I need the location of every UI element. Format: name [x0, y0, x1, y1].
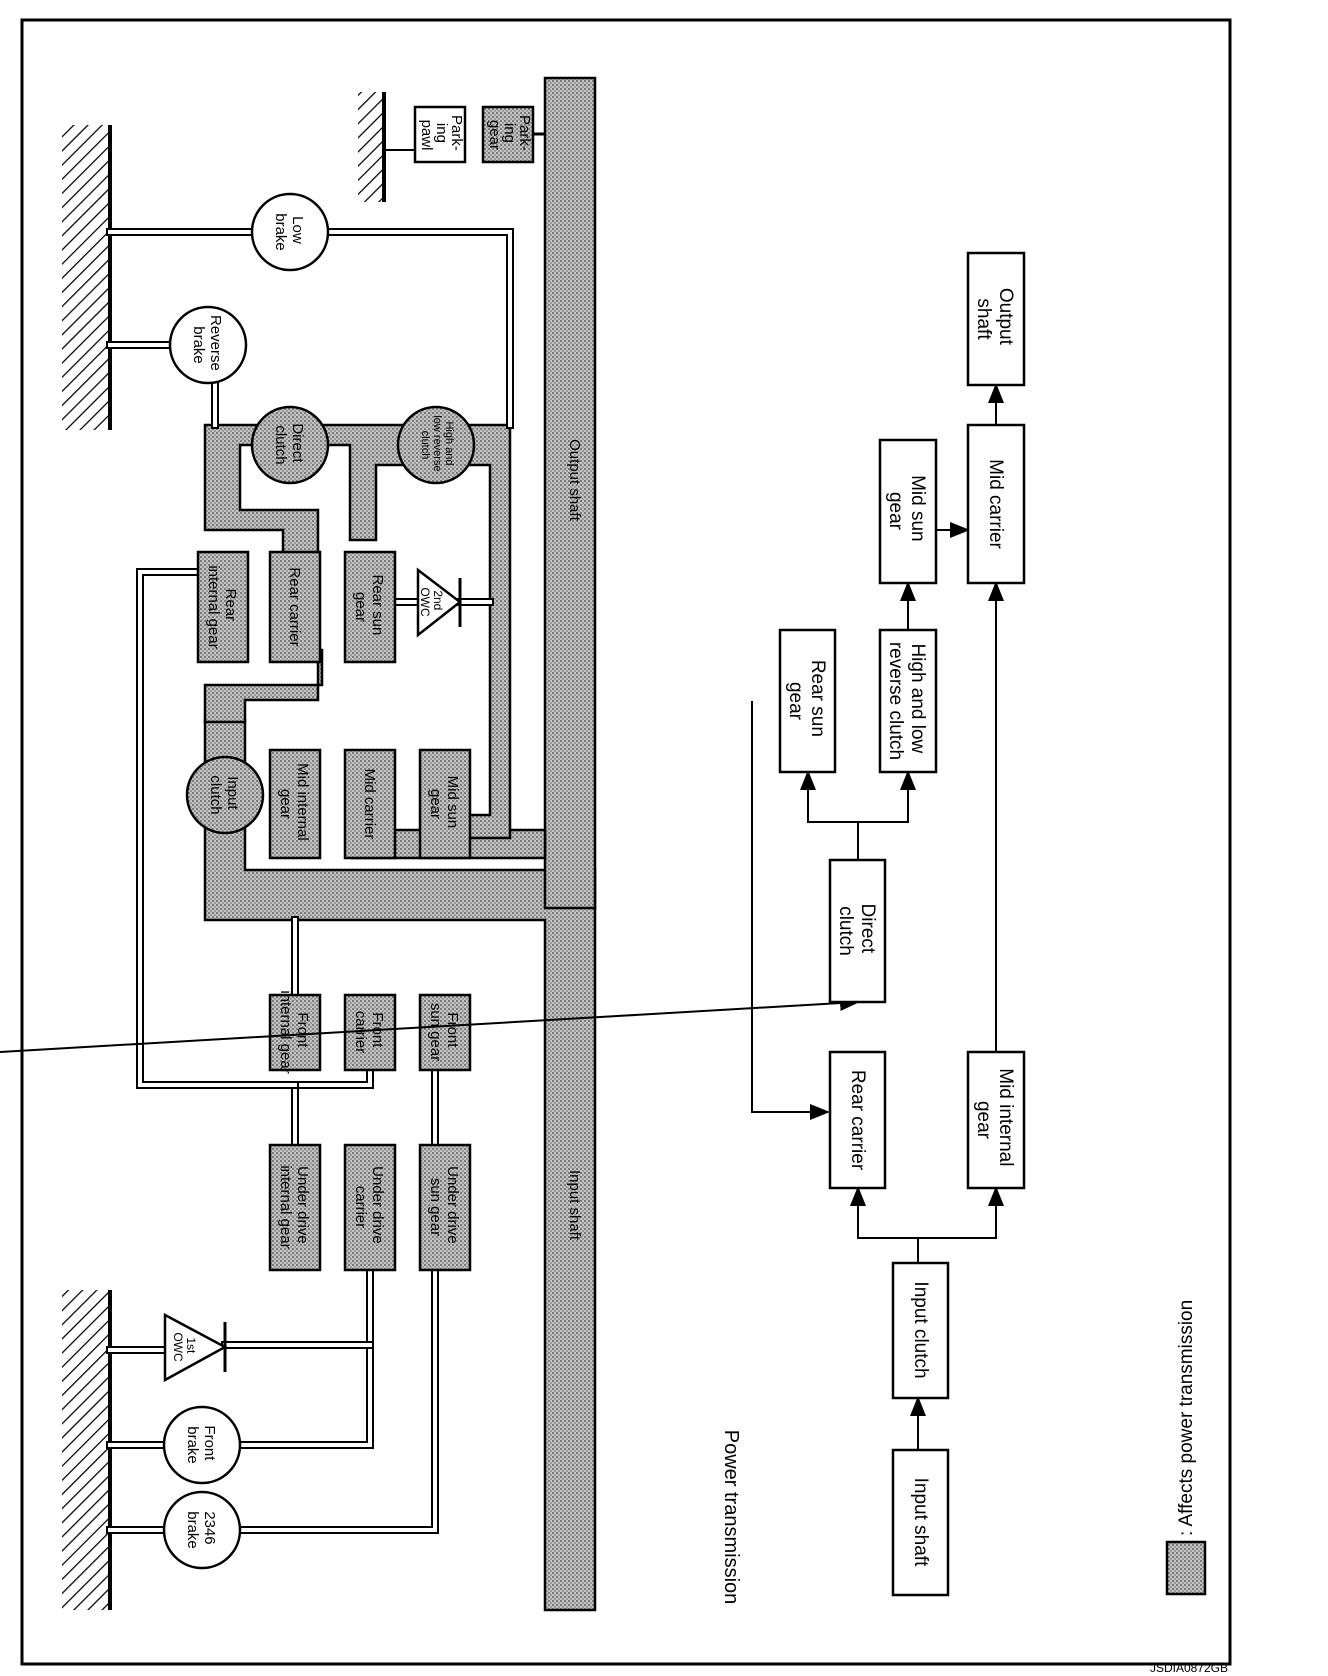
svg-text:Mid carrier: Mid carrier: [361, 769, 378, 840]
svg-text:Rear sun gear: Rear sun gear: [785, 660, 828, 742]
svg-text:Direct clutch: Direct clutch: [272, 423, 306, 466]
underdrive-internal-gear: Under drive internal gear: [268, 1143, 322, 1272]
svg-text:Mid sun gear: Mid sun gear: [885, 475, 928, 547]
low-brake: Low brake: [250, 192, 330, 272]
svg-text:2nd OWC: 2nd OWC: [418, 587, 445, 617]
svg-text:Mid internal gear: Mid internal gear: [973, 1068, 1016, 1172]
parking-gear-label: Park- ing gear: [486, 115, 533, 155]
mid-carrier: Mid carrier: [343, 748, 397, 860]
svg-text:2346 brake: 2346 brake: [184, 1511, 218, 1549]
svg-text:Front internal gear: Front internal gear: [277, 990, 311, 1073]
owc-1st: 1st OWC: [163, 1312, 228, 1383]
pt-input-shaft: Input shaft: [891, 1448, 950, 1597]
parking-gear-group: Park- ing gear: [481, 105, 545, 164]
svg-text:Mid sun gear: Mid sun gear: [427, 776, 461, 833]
input-clutch: Input clutch: [185, 755, 265, 835]
legend-text: : Affects power transmission: [1176, 1300, 1197, 1536]
rear-sun-gear: Rear sun gear: [343, 550, 397, 664]
svg-text:Rear internal gear: Rear internal gear: [205, 565, 239, 648]
svg-text:Front sun gear: Front sun gear: [427, 1003, 461, 1061]
svg-text:Under drive internal gea: Under drive internal gear: [277, 1165, 311, 1248]
flow-arrows: [0, 383, 1004, 1450]
svg-text:Input clutch: Input clutch: [910, 1281, 931, 1378]
svg-text:Input clutch: Input clutch: [207, 775, 241, 814]
svg-text:Front brake: Front brake: [184, 1425, 218, 1464]
underdrive-carrier: Under drive carrier: [343, 1143, 397, 1272]
pt-rear-sun-gear: Rear sun gear: [778, 628, 837, 774]
front-brake: Front brake: [162, 1405, 242, 1485]
svg-text:Mid internal gear: Mid internal gear: [277, 763, 311, 845]
svg-text:High and low reverse: High and low reverse clutch: [419, 415, 455, 474]
svg-text:Reverse brake: Reverse brake: [190, 315, 224, 375]
diagram-code: JSDIA0872GB: [1150, 1661, 1228, 1675]
svg-text:Rear sun gear: Rear sun gear: [352, 574, 386, 639]
svg-text:Under drive carrier: Under drive carrier: [352, 1166, 386, 1248]
ground-hatch-parking: [358, 92, 386, 202]
pt-mid-sun-gear: Mid sun gear: [878, 438, 938, 585]
pt-mid-carrier: Mid carrier: [966, 423, 1026, 585]
direct-clutch: Direct clutch: [250, 405, 330, 485]
mid-sun-gear: Mid sun gear: [418, 748, 472, 860]
svg-text:Under drive sun gear: Under drive sun gear: [427, 1166, 461, 1248]
svg-text:Low brake: Low brake: [272, 213, 306, 251]
pt-high-low-reverse-clutch: High and low reverse clutch: [878, 628, 938, 774]
svg-text:Input shaft: Input shaft: [910, 1478, 931, 1567]
input-shaft-label: Input shaft: [566, 1170, 583, 1241]
output-shaft-label: Output shaft: [566, 439, 583, 522]
svg-text:Rear carrier: Rear carrier: [847, 1070, 868, 1171]
page-frame: [20, 18, 1232, 1666]
front-sun-gear: Front sun gear: [418, 993, 472, 1072]
svg-text:Output shaft: Output shaft: [973, 288, 1016, 350]
legend: : Affects power transmission: [1165, 1300, 1207, 1596]
owc-2nd: 2nd OWC: [416, 567, 463, 638]
links: [106, 228, 514, 1534]
pt-rear-carrier: Rear carrier: [828, 1050, 887, 1190]
ground-hatch-left: [62, 1290, 112, 1610]
ground-hatch-right: [62, 125, 112, 430]
high-low-reverse-clutch: High and low reverse clutch: [396, 405, 476, 485]
mid-internal-gear: Mid internal gear: [268, 748, 322, 860]
output-shaft-path: [350, 76, 597, 910]
brake-2346: 2346 brake: [162, 1490, 242, 1570]
front-carrier: Front carrier: [343, 993, 397, 1072]
rear-internal-gear: Rear internal gear: [196, 550, 250, 664]
svg-text:Mid carrier: Mid carrier: [985, 459, 1006, 549]
svg-text:High and low reverse clu: High and low reverse clutch: [885, 642, 928, 760]
reverse-brake: Reverse brake: [168, 305, 248, 385]
underdrive-sun-gear: Under drive sun gear: [418, 1143, 472, 1272]
parking-pawl-label: Park- ing pawl: [418, 115, 465, 155]
pt-input-clutch: Input clutch: [891, 1261, 950, 1400]
pt-output-shaft: Output shaft: [966, 251, 1026, 387]
pt-mid-internal-gear: Mid internal gear: [966, 1050, 1026, 1190]
power-transmission-title: Power transmission: [720, 1430, 742, 1605]
front-internal-gear: Front internal gear: [268, 990, 322, 1074]
rear-carrier: Rear carrier: [268, 550, 322, 664]
svg-text:1st OWC: 1st OWC: [171, 1332, 198, 1362]
parking-pawl-group: Park- ing pawl: [384, 105, 467, 164]
pt-direct-clutch: Direct clutch: [828, 858, 887, 1004]
svg-text:Direct clutch: Direct clutch: [835, 904, 878, 959]
svg-text:Rear carrier: Rear carrier: [286, 567, 303, 646]
